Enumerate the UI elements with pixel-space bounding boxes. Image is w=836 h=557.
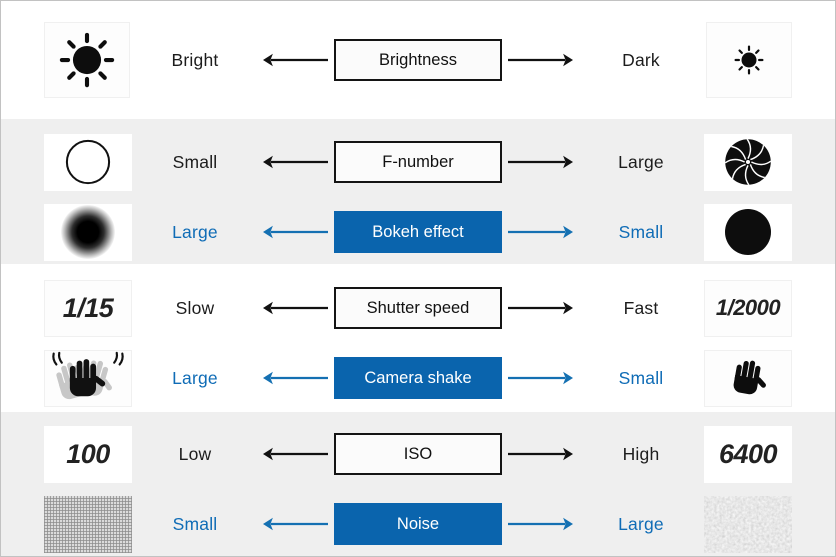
concept-box: F-number	[334, 141, 502, 183]
bokeh-large-card	[44, 203, 132, 261]
concept-box: Bokeh effect	[334, 211, 502, 253]
fnumber-band: Small F-number Large	[1, 119, 835, 264]
arrow-right-icon	[503, 225, 578, 239]
noise-fine-icon	[44, 495, 132, 553]
aperture-closed-card	[704, 133, 792, 191]
concept-box: ISO	[334, 433, 502, 475]
left-scale-label: Large	[172, 221, 218, 242]
iso-low-value: 100	[44, 425, 132, 483]
fnumber-line: Small F-number Large	[44, 131, 792, 193]
shutter-slow-value: 1/15	[44, 279, 132, 337]
right-scale-label: Small	[618, 221, 664, 242]
arrow-left-icon	[258, 225, 333, 239]
arrow-left-icon	[258, 371, 333, 385]
aperture-open-icon	[65, 139, 111, 185]
arrow-right-icon	[503, 447, 578, 461]
shutter-band: 1/15 Slow Shutter speed Fast 1/2000	[1, 264, 835, 412]
bokeh-small-card	[704, 203, 792, 261]
camera-shake-line: Large Camera shake Small	[44, 347, 792, 409]
hand-steady-icon	[732, 358, 770, 398]
arrow-left-icon	[258, 155, 333, 169]
concept-box: Shutter speed	[334, 287, 502, 329]
noise-coarse-card	[704, 495, 792, 553]
sun-dim-icon	[734, 45, 764, 75]
arrow-left-icon	[258, 301, 333, 315]
brightness-line: Bright Brightness Dark	[44, 14, 792, 106]
camera-shake-card	[44, 349, 132, 407]
arrow-right-icon	[503, 155, 578, 169]
aperture-closed-icon	[724, 138, 772, 186]
left-scale-label: Low	[178, 443, 212, 464]
noise-line: Small Noise Large	[44, 493, 792, 555]
brightness-band: Bright Brightness Dark	[1, 1, 835, 119]
concept-box: Brightness	[334, 39, 502, 81]
bokeh-large-icon	[61, 205, 115, 259]
iso-line: 100 Low ISO High 6400	[44, 423, 792, 485]
left-scale-label: Small	[172, 151, 218, 172]
arrow-left-icon	[258, 517, 333, 531]
left-scale-label: Slow	[175, 297, 215, 318]
iso-high-value: 6400	[704, 425, 792, 483]
right-scale-label: Fast	[623, 297, 659, 318]
arrow-right-icon	[503, 53, 578, 67]
right-scale-label: High	[622, 443, 660, 464]
camera-shake-icon	[52, 351, 124, 402]
sun-bright-icon	[59, 32, 115, 88]
iso-band: 100 Low ISO High 6400 Small Noise	[1, 412, 835, 556]
sun-bright-card	[44, 22, 130, 98]
left-scale-label: Large	[172, 367, 218, 388]
shutter-line: 1/15 Slow Shutter speed Fast 1/2000	[44, 277, 792, 339]
bokeh-small-icon	[725, 209, 771, 255]
arrow-right-icon	[503, 517, 578, 531]
right-scale-label: Small	[618, 367, 664, 388]
concept-box: Camera shake	[334, 357, 502, 399]
aperture-open-card	[44, 133, 132, 191]
bokeh-line: Large Bokeh effect Small	[44, 201, 792, 263]
noise-fine-card	[44, 495, 132, 553]
right-scale-label: Large	[618, 513, 664, 534]
noise-coarse-icon	[704, 495, 792, 553]
right-scale-label: Dark	[622, 49, 660, 70]
shutter-fast-value: 1/2000	[704, 279, 792, 337]
left-scale-label: Small	[172, 513, 218, 534]
left-scale-label: Bright	[171, 49, 219, 70]
arrow-left-icon	[258, 447, 333, 461]
arrow-right-icon	[503, 371, 578, 385]
sun-dim-card	[706, 22, 792, 98]
hand-steady-card	[704, 349, 792, 407]
arrow-right-icon	[503, 301, 578, 315]
concept-box: Noise	[334, 503, 502, 545]
right-scale-label: Large	[618, 151, 664, 172]
arrow-left-icon	[258, 53, 333, 67]
